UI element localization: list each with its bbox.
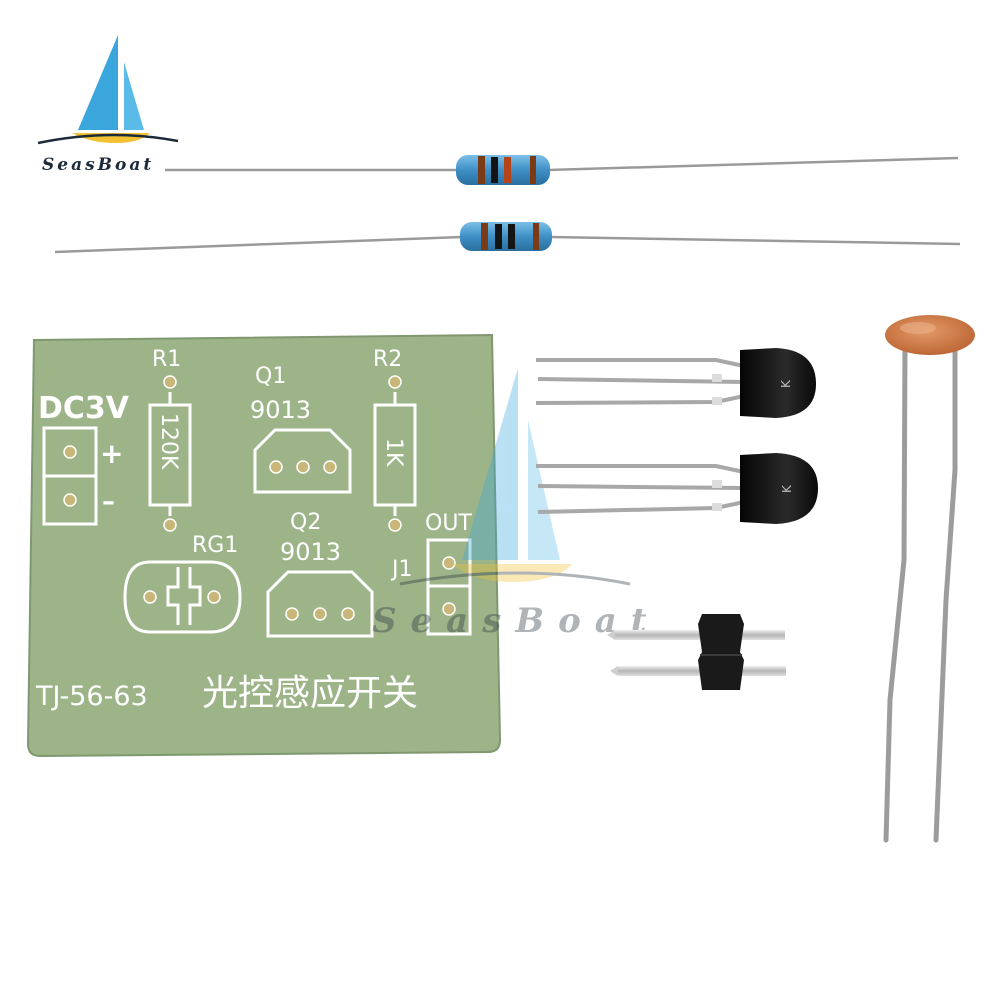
pcb-board-edge — [26, 333, 502, 758]
logo-sail-small-icon — [124, 62, 144, 130]
pcb-pad-q2-3 — [341, 607, 355, 621]
resistor-bottom-band-4 — [533, 223, 539, 250]
pin-header-housing — [698, 614, 744, 690]
watermark-sail-small-icon — [528, 420, 560, 560]
watermark: SeasBoat — [372, 368, 661, 641]
watermark-hull-icon — [452, 564, 572, 582]
resistor-bottom-lead-right — [549, 235, 961, 246]
pcb-pad-rg1-2 — [207, 590, 221, 604]
pcb-power-label: DC3V — [38, 391, 130, 426]
transistor-top-marking: K — [779, 379, 793, 388]
pcb-pad-power-minus — [63, 493, 77, 507]
pcb-pad-r2-top — [388, 375, 402, 389]
pcb-board: DC3V + – R1 120K Q1 9013 R2 1K RG1 — [26, 333, 502, 758]
pcb-pad-out-1 — [442, 556, 456, 570]
resistor-top-band-3 — [504, 157, 511, 183]
resistor-top-band-1 — [478, 156, 485, 184]
pcb-pad-r2-bottom — [388, 518, 402, 532]
resistor-bottom-band-1 — [481, 223, 488, 250]
ceramic-capacitor — [883, 315, 975, 843]
transistor-top-lead-1 — [536, 358, 745, 368]
pcb-r1-label: R1 — [152, 347, 181, 372]
transistor-top-lead-2 — [537, 377, 745, 384]
transistor-top-lead-clamp-1 — [712, 374, 722, 382]
pcb-pad-r1-bottom — [163, 518, 177, 532]
watermark-sail-large-icon — [462, 368, 518, 560]
capacitor-lead-left — [883, 342, 908, 843]
watermark-wave-icon — [399, 571, 631, 586]
capacitor-body-highlight — [900, 322, 936, 334]
pcb-q2-label: Q2 — [290, 510, 321, 535]
pcb-pad-r1-top — [163, 375, 177, 389]
pcb-r2-value: 1K — [381, 438, 406, 467]
capacitor-body — [885, 315, 975, 355]
pcb-q1-part: 9013 — [250, 396, 311, 424]
pcb-model-code: TJ-56-63 — [35, 681, 148, 712]
pcb-r2-label: R2 — [373, 347, 402, 372]
pcb-rg1-footprint — [123, 560, 242, 634]
pcb-r1-value: 120K — [156, 413, 181, 470]
transistor-bottom-lead-clamp-1 — [712, 480, 722, 488]
pcb-pad-power-plus — [63, 445, 77, 459]
pcb-pad-q1-3 — [323, 460, 337, 474]
resistor-top-lead-right — [547, 156, 959, 172]
transistor-bottom: K — [536, 453, 818, 524]
pcb-q1-label: Q1 — [255, 364, 286, 389]
pcb-rg1-label: RG1 — [192, 533, 238, 558]
pcb-pad-q1-1 — [269, 460, 283, 474]
transistor-top-lead-clamp-2 — [712, 397, 722, 405]
pin-header-tip-2 — [610, 666, 618, 676]
logo-wave-icon — [37, 133, 179, 145]
pcb-j1-label: J1 — [390, 557, 413, 582]
resistor-bottom-lead-left — [54, 235, 463, 254]
pcb-pad-q2-1 — [285, 607, 299, 621]
pcb-pad-rg1-1 — [143, 590, 157, 604]
pcb-board-shape — [28, 335, 500, 756]
logo-brand-text: SeasBoat — [42, 155, 154, 175]
transistor-bottom-lead-1 — [536, 464, 745, 474]
pcb-plus-label: + — [100, 437, 123, 470]
resistor-bottom — [54, 222, 961, 254]
watermark-text: SeasBoat — [372, 601, 661, 641]
transistor-bottom-lead-2 — [537, 484, 745, 490]
transistor-bottom-body — [740, 453, 818, 524]
logo-sail-large-icon — [78, 35, 118, 130]
pcb-minus-label: – — [102, 487, 115, 517]
pin-header-tip-1 — [607, 630, 615, 640]
pin-header — [607, 614, 786, 690]
capacitor-lead-right — [933, 342, 958, 843]
pcb-q2-footprint — [266, 570, 374, 638]
resistor-top-band-4 — [530, 156, 536, 184]
transistor-top-body — [740, 348, 816, 418]
pcb-pad-q1-2 — [296, 460, 310, 474]
resistor-bottom-band-2 — [495, 224, 502, 249]
seasboat-logo: SeasBoat — [37, 35, 179, 175]
resistor-top — [165, 155, 959, 185]
pcb-pad-q2-2 — [313, 607, 327, 621]
transistor-bottom-lead-clamp-2 — [712, 503, 722, 511]
resistor-bottom-band-3 — [508, 224, 515, 249]
pcb-out-label: OUT — [425, 511, 472, 536]
transistor-bottom-marking: K — [780, 484, 794, 493]
pcb-q1-footprint — [253, 428, 352, 494]
pcb-q2-part: 9013 — [280, 538, 341, 566]
transistor-top: K — [535, 348, 816, 418]
pcb-title-cn: 光控感应开关 — [202, 673, 418, 714]
pcb-pad-out-2 — [442, 602, 456, 616]
pcb-rg1-zigzag — [166, 567, 202, 625]
resistor-top-band-2 — [491, 157, 498, 183]
